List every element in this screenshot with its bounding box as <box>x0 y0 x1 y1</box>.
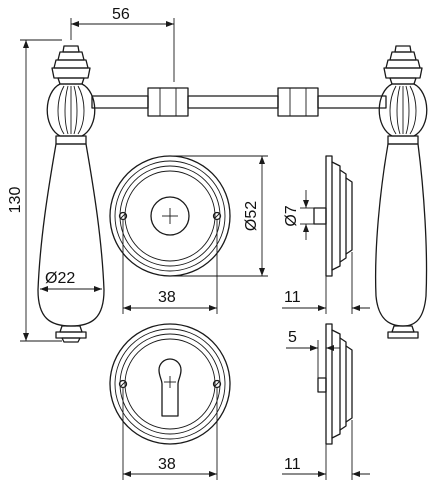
dim-56: 56 <box>70 6 175 82</box>
dim-label-rose-width-bottom: 38 <box>158 456 176 473</box>
dim-label-rose-depth-bottom: 11 <box>284 456 301 473</box>
right-handle <box>374 45 428 339</box>
dim-label-handle-height: 130 <box>7 187 24 214</box>
dim-label-rose-diameter: Ø52 <box>243 201 260 231</box>
dim-label-grip-diameter: Ø22 <box>45 270 75 287</box>
dim-label-rose-depth-top: 11 <box>284 289 301 306</box>
dim-label-spindle-diameter: Ø7 <box>283 205 300 226</box>
dim-rose-diameter: Ø52 <box>172 155 268 277</box>
spindle-rose-side <box>313 155 353 277</box>
dim-spindle-diameter: Ø7 <box>283 190 314 240</box>
dim-130: 130 <box>7 39 62 342</box>
dim-cylinder-offset: 5 <box>286 324 340 378</box>
dim-rose-width-bottom: 38 <box>122 388 218 480</box>
dim-label-cylinder-offset: 5 <box>288 329 297 346</box>
connecting-rod <box>91 87 387 117</box>
dim-rose-depth-top: 11 <box>282 252 370 314</box>
cylinder-rose-side <box>317 323 353 445</box>
dim-grip-diameter: Ø22 <box>40 270 102 292</box>
dim-rose-width-top: 38 <box>122 220 218 314</box>
left-handle <box>37 45 105 343</box>
dim-label-rose-width-top: 38 <box>158 289 176 306</box>
spindle-rose-front <box>109 155 231 277</box>
dim-label-handle-reach: 56 <box>112 6 130 23</box>
cylinder-rose-front <box>109 323 231 445</box>
dim-rose-depth-bottom: 11 <box>282 420 370 480</box>
